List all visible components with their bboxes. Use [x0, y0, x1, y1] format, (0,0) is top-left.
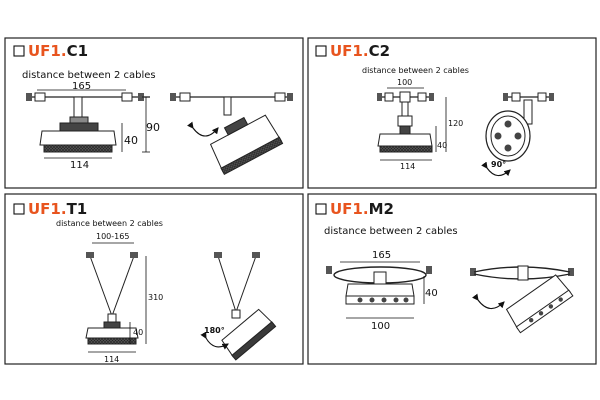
panel-c1-checkbox [13, 45, 25, 57]
panel-c1-caption: distance between 2 cables [22, 70, 156, 81]
panel-t1-rotation-label: 180° [204, 326, 225, 335]
panel-t1-front-view: 100-165 310 40 114 [85, 232, 163, 364]
panel-c1-dim-body: 40 [124, 134, 138, 147]
panel-c2-rotate-arrow [481, 161, 511, 177]
panel-c1-dim-height: 90 [146, 121, 160, 134]
panel-c2-caption: distance between 2 cables [362, 66, 469, 75]
panel-c1: UF1.C1 distance between 2 cables 165 90 [4, 37, 304, 189]
panel-t1-title: UF1.T1 [28, 200, 87, 218]
panel-c2-rotation-label: 90° [491, 160, 506, 169]
panel-m2-frame [307, 193, 597, 365]
panel-c2-dim-diameter: 114 [400, 162, 415, 171]
panel-c1-tilted-view [170, 92, 293, 176]
panel-c2: UF1.C2 distance between 2 cables 100 120… [307, 37, 597, 189]
panel-t1: UF1.T1 distance between 2 cables 100-165… [4, 193, 304, 365]
panel-c1-rotate-arrow [187, 121, 219, 137]
panel-c2-checkbox [315, 45, 327, 57]
panel-c2-dim-body: 40 [437, 141, 447, 150]
panel-t1-rotate-arrow [200, 331, 229, 350]
panel-c1-front-view: 165 90 40 114 [26, 81, 160, 171]
panel-m2-tilted-view [470, 265, 574, 334]
panel-m2-checkbox [315, 203, 327, 215]
panel-c1-dim-diameter: 114 [70, 160, 89, 171]
panel-t1-frame [4, 193, 304, 365]
panel-m2-dim-diameter: 100 [371, 321, 390, 332]
panel-t1-dim-spacing: 100-165 [96, 232, 129, 241]
panel-m2: UF1.M2 distance between 2 cables 165 40 … [307, 193, 597, 365]
panel-t1-caption: distance between 2 cables [56, 219, 163, 228]
panel-c2-side-view: 90° [481, 92, 554, 177]
panel-c2-dim-height: 120 [448, 119, 463, 128]
panel-m2-title: UF1.M2 [330, 200, 394, 218]
panel-c2-title: UF1.C2 [330, 42, 390, 60]
panel-t1-tilted-view: 180° [200, 252, 277, 361]
panel-c1-frame [4, 37, 304, 189]
panel-c1-dim-spacing: 165 [72, 81, 91, 92]
panel-m2-caption: distance between 2 cables [324, 226, 458, 237]
panel-m2-rotate-arrow [472, 293, 505, 310]
panel-m2-front-view: 165 40 100 [326, 250, 438, 332]
panel-t1-checkbox [13, 203, 25, 215]
panel-t1-dim-diameter: 114 [104, 355, 119, 364]
panel-t1-dim-height: 310 [148, 293, 163, 302]
panel-m2-dim-body: 40 [425, 288, 438, 299]
panel-c1-title: UF1.C1 [28, 42, 88, 60]
panel-t1-dim-body: 40 [133, 328, 143, 337]
panel-c2-frame [307, 37, 597, 189]
panel-c2-dim-spacing: 100 [397, 78, 412, 87]
panel-m2-dim-spacing: 165 [372, 250, 391, 261]
panel-c2-front-view: 100 120 40 114 [377, 78, 463, 171]
